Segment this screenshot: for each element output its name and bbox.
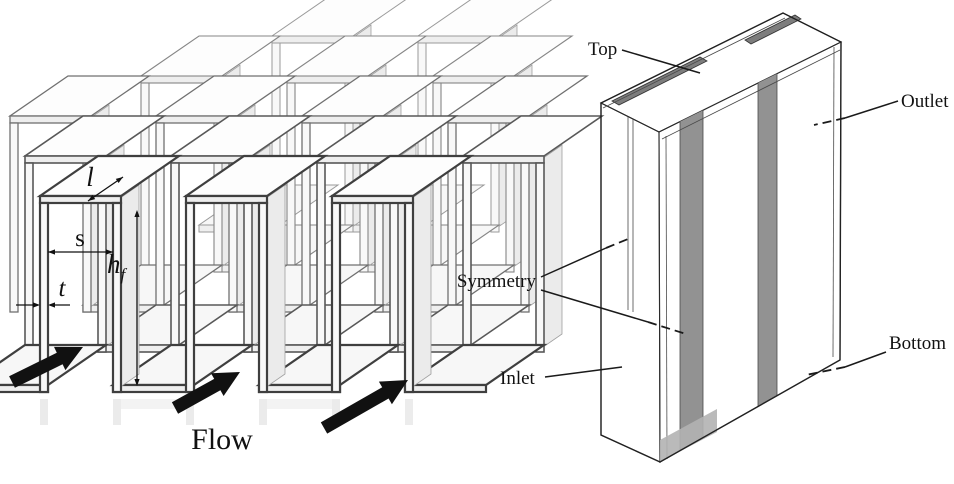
- domain-silhouette: [600, 12, 842, 463]
- domain-top-face: [599, 12, 843, 133]
- symmetry-leader-upper: [540, 247, 607, 278]
- fin-reflections: [40, 399, 413, 425]
- flow-arrow-1: [9, 346, 84, 388]
- symmetry-dashed-mark-upper: [605, 238, 629, 249]
- outlet-leader-line: [844, 100, 899, 119]
- symmetry-dashed-mark-lower: [647, 321, 687, 335]
- inlet-label: Inlet: [500, 368, 536, 389]
- fin-height-dim: [134, 210, 140, 386]
- symmetry-label: Symmetry: [457, 271, 537, 292]
- outlet-dashed-mark: [813, 117, 846, 126]
- top-leader-line: [621, 49, 701, 74]
- fin-length-dim: [87, 176, 124, 202]
- bottom-leader-line: [844, 351, 887, 368]
- fin-thickness-label: t: [59, 275, 67, 302]
- fin-spacing-label: s: [75, 225, 85, 252]
- flow-label: Flow: [191, 423, 253, 456]
- fin-length-label: l: [86, 162, 94, 192]
- top-label: Top: [588, 39, 617, 60]
- domain-solid: [599, 12, 843, 463]
- offset-strip-fin-diagram: l s hf t Flow: [0, 0, 603, 456]
- bottom-dashed-mark: [805, 366, 846, 376]
- flow-arrow-2: [171, 372, 240, 414]
- outlet-label: Outlet: [901, 91, 949, 112]
- flow-arrow-3: [320, 380, 408, 434]
- domain-left-face: [600, 102, 661, 463]
- symmetry-leader-lower: [540, 289, 649, 323]
- bottom-label: Bottom: [889, 333, 946, 354]
- computational-domain-diagram: Top Outlet Symmetry Inlet Bottom: [457, 12, 949, 463]
- flow-arrows: [9, 346, 408, 434]
- fin-height-label: hf: [107, 249, 128, 284]
- fin-spacing-dim: [48, 249, 113, 255]
- inlet-leader-line: [544, 366, 623, 378]
- fin-thickness-dim: [16, 302, 70, 308]
